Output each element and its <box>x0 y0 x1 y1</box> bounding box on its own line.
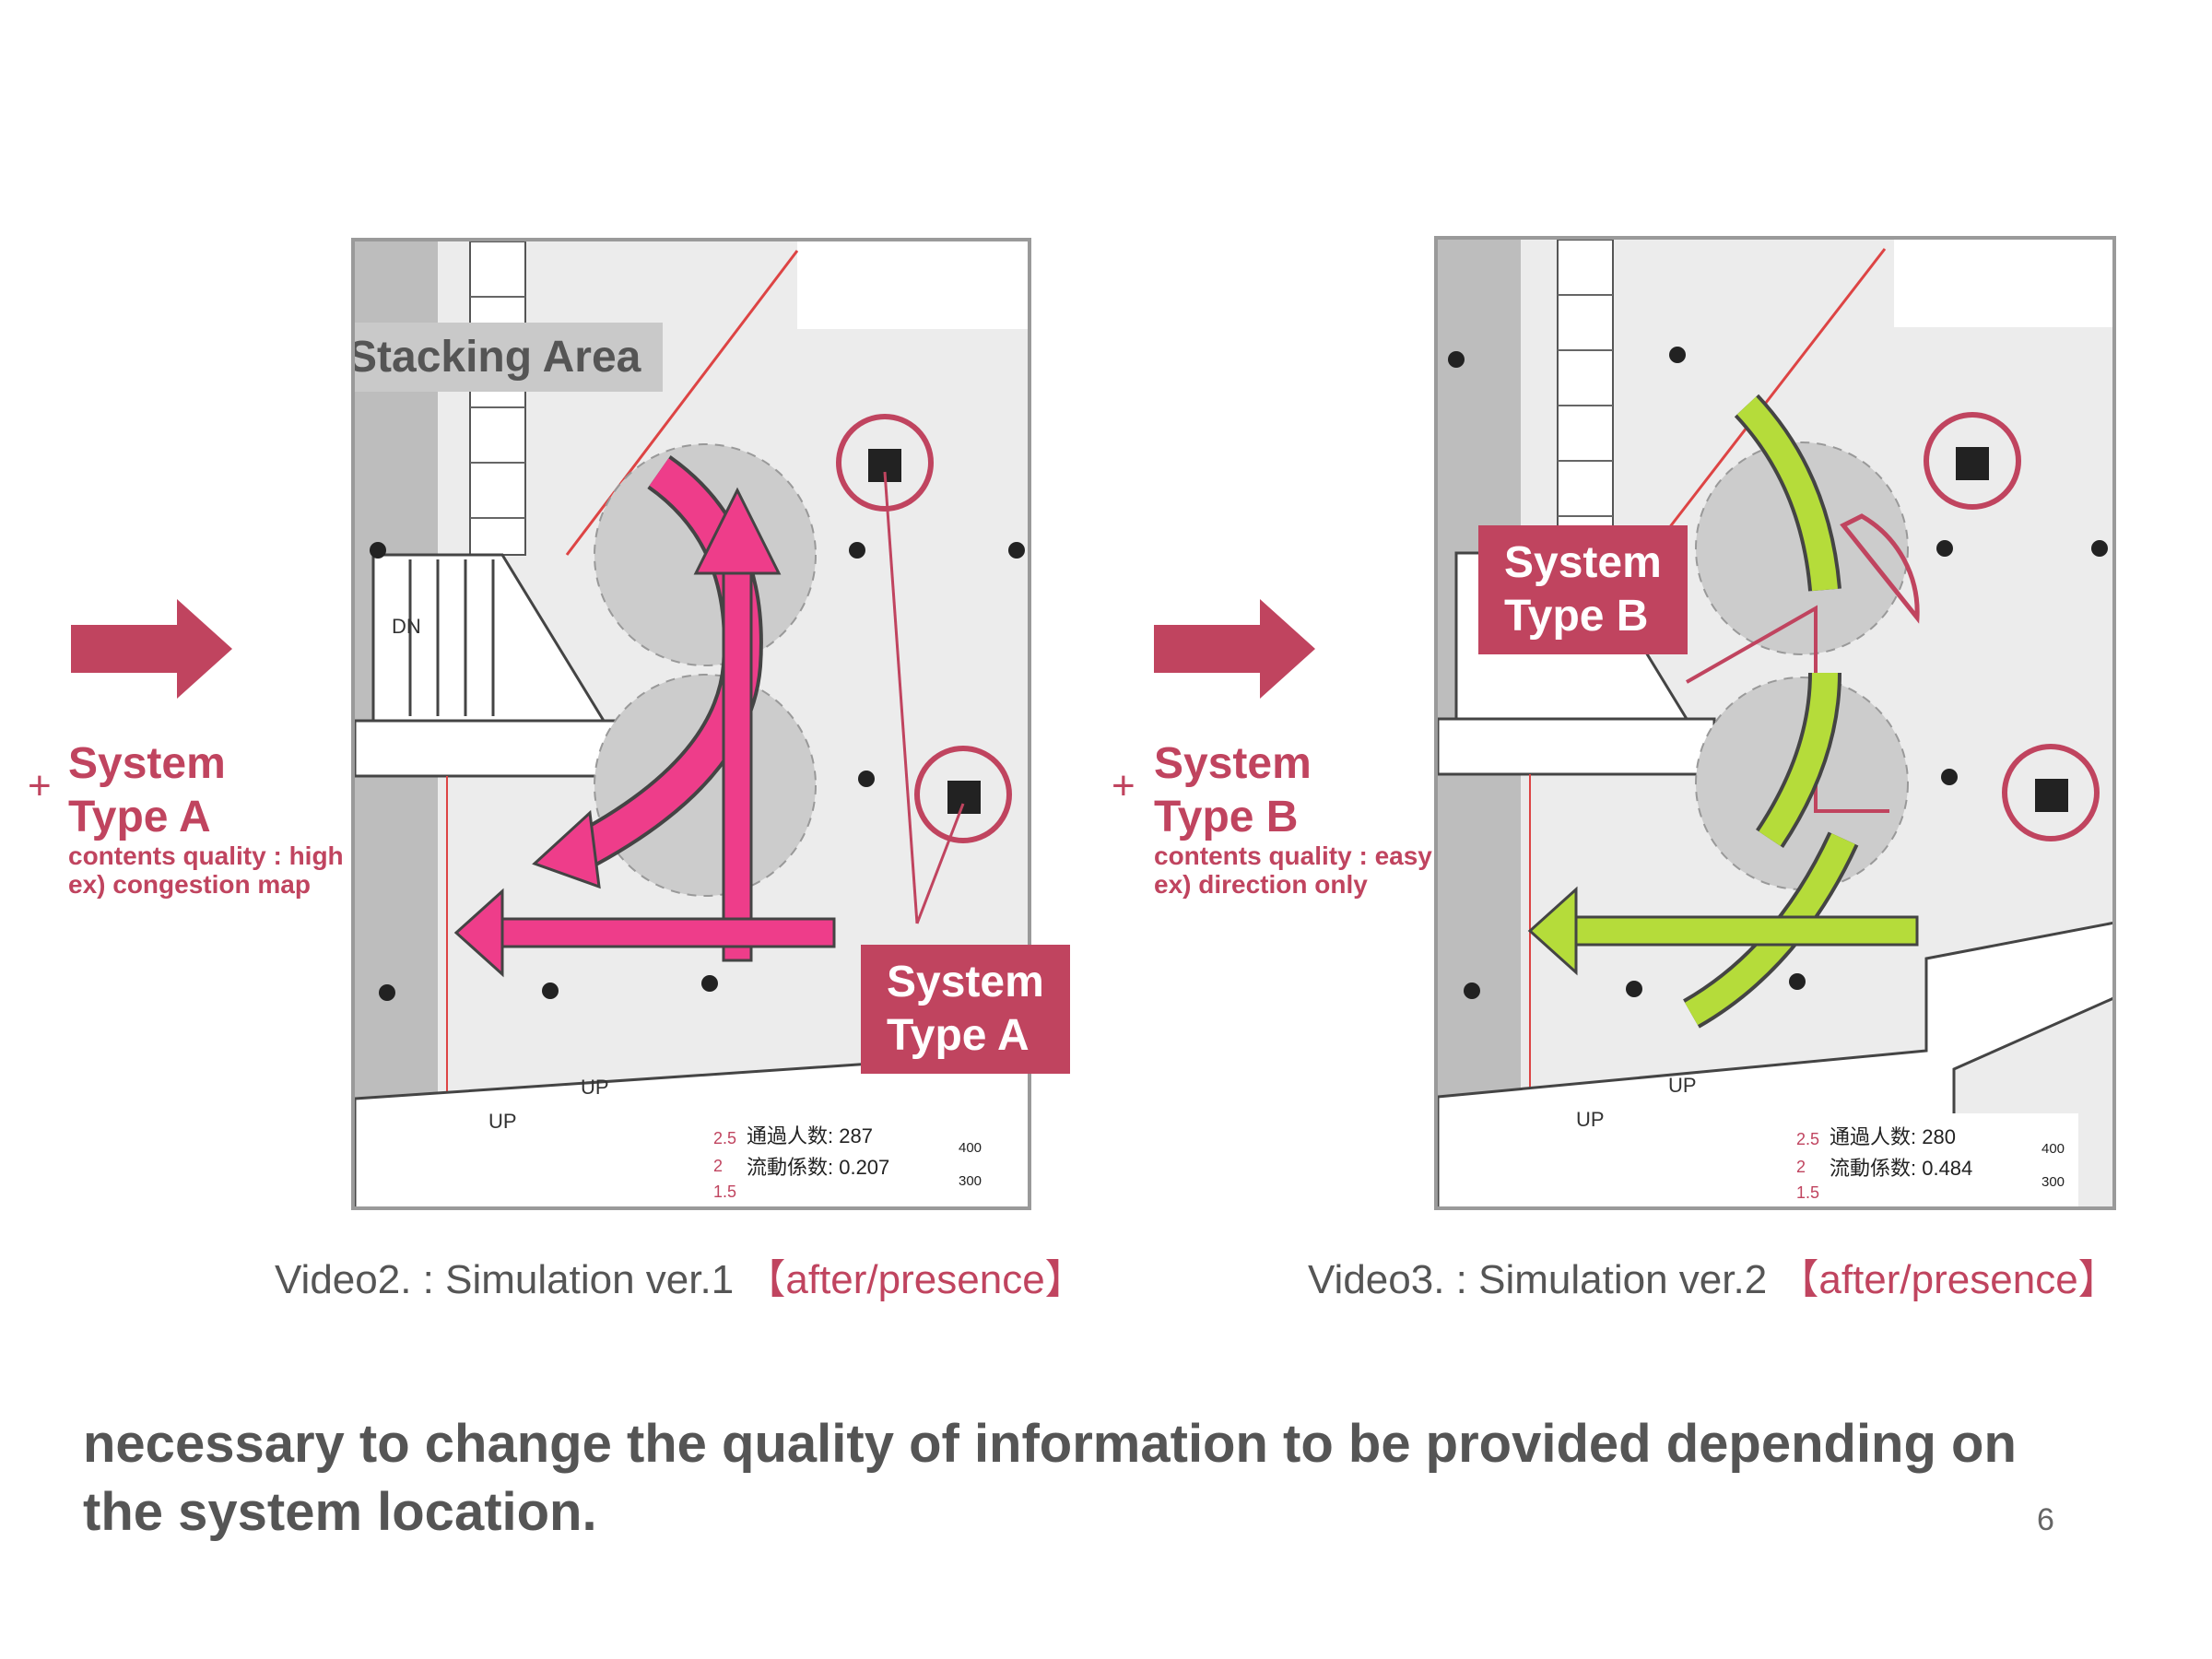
stacking-area-label: Stacking Area <box>355 323 664 392</box>
passers-count: 通過人数: 287 <box>747 1124 873 1147</box>
flow-coefficient: 流動係数: 0.207 <box>747 1156 890 1179</box>
description-line: ex) direction only <box>1154 870 1368 899</box>
flow-legend: 2.5 2 1.5 通過人数: 287 流動係数: 0.207 400 300 <box>710 1112 995 1206</box>
legend-tick: 400 <box>959 1140 982 1156</box>
legend-tick: 400 <box>2041 1141 2065 1157</box>
floor-plan-map <box>355 241 1028 1206</box>
conclusion-line: the system location. <box>83 1482 597 1542</box>
floor-plan-map <box>1438 240 2112 1206</box>
legend-tick: 1.5 <box>713 1182 737 1201</box>
tag-line: Type A <box>887 1011 1030 1060</box>
playback-speed: 10.0x <box>1989 266 2096 314</box>
flow-legend: 2.5 2 1.5 通過人数: 280 流動係数: 0.484 400 300 <box>1793 1113 2078 1206</box>
tag-line: System <box>1504 538 1662 587</box>
legend-tick: 2.5 <box>713 1129 737 1147</box>
conclusion-text: necessary to change the quality of infor… <box>83 1410 2017 1547</box>
right-arrow-icon <box>71 599 232 699</box>
title-line: Type A <box>68 793 211 841</box>
plus-sign: + <box>1112 763 1135 808</box>
simulation-video-1[interactable]: DN UP UP 10.0x Stacking Area 2.5 2 1.5 通… <box>351 238 1031 1210</box>
system-type-a-tag: System Type A <box>861 945 1070 1074</box>
title-line: System <box>1154 739 1312 788</box>
system-type-a-description: contents quality : high ex) congestion m… <box>68 841 344 899</box>
floor-label-up: UP <box>581 1076 609 1099</box>
title-line: System <box>68 739 226 788</box>
description-line: contents quality : easy <box>1154 841 1432 870</box>
legend-tick: 300 <box>2041 1174 2065 1190</box>
floor-label-up: UP <box>1576 1108 1605 1131</box>
right-arrow-icon <box>1154 599 1315 699</box>
plus-sign: + <box>28 763 52 808</box>
playback-speed: 10.0x <box>904 268 1011 316</box>
title-line: Type B <box>1154 793 1299 841</box>
caption-text: Video3. : Simulation ver.2 <box>1308 1257 1779 1302</box>
floor-label-dn: DN <box>392 615 421 638</box>
video-caption-1: Video2. : Simulation ver.1 【after/presen… <box>275 1246 1086 1305</box>
system-type-a-title: System Type A <box>68 737 226 844</box>
floor-label-up: UP <box>488 1110 517 1133</box>
system-type-b-description: contents quality : easy ex) direction on… <box>1154 841 1432 899</box>
description-line: ex) congestion map <box>68 870 311 899</box>
legend-tick: 2 <box>1796 1158 1806 1176</box>
legend-tick: 1.5 <box>1796 1183 1820 1202</box>
legend-tick: 300 <box>959 1173 982 1189</box>
tag-line: System <box>887 958 1044 1006</box>
page-number: 6 <box>2037 1502 2054 1537</box>
simulation-video-2[interactable]: UP UP 10.0x System Type B 2.5 2 1.5 通過人数… <box>1434 236 2116 1210</box>
passers-count: 通過人数: 280 <box>1830 1125 1956 1148</box>
video-caption-2: Video3. : Simulation ver.2 【after/presen… <box>1308 1246 2119 1305</box>
tag-line: Type B <box>1504 592 1649 641</box>
conclusion-line: necessary to change the quality of infor… <box>83 1414 2017 1474</box>
caption-highlight: 【after/presence】 <box>1778 1257 2119 1302</box>
floor-label-up: UP <box>1668 1074 1697 1097</box>
caption-text: Video2. : Simulation ver.1 <box>275 1257 746 1302</box>
legend-tick: 2.5 <box>1796 1130 1820 1148</box>
flow-coefficient: 流動係数: 0.484 <box>1830 1157 1973 1180</box>
caption-highlight: 【after/presence】 <box>745 1257 1086 1302</box>
system-type-b-tag: System Type B <box>1478 525 1688 654</box>
legend-tick: 2 <box>713 1157 724 1175</box>
description-line: contents quality : high <box>68 841 344 870</box>
system-type-b-title: System Type B <box>1154 737 1312 844</box>
